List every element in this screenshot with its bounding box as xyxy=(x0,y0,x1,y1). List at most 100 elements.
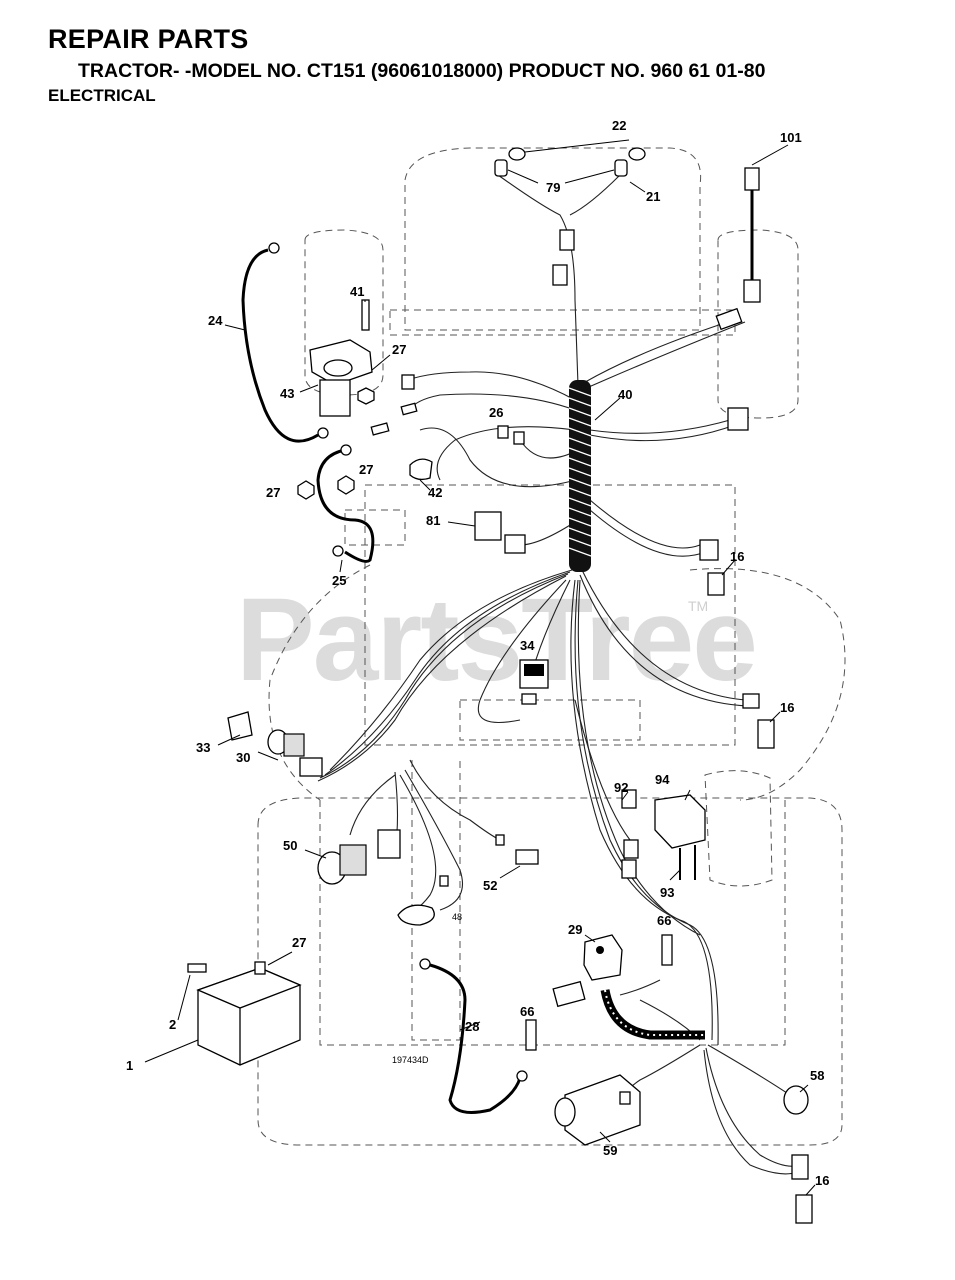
wire xyxy=(407,371,576,401)
callout-93: 93 xyxy=(660,885,674,900)
leader xyxy=(684,789,691,801)
bolt-66 xyxy=(525,1019,537,1051)
ring-terminal xyxy=(332,545,344,557)
buzzer-52 xyxy=(515,849,539,865)
wire xyxy=(581,569,746,701)
leader xyxy=(751,144,789,166)
terminal-27 xyxy=(254,961,266,975)
wire xyxy=(409,393,576,411)
wire xyxy=(436,426,576,481)
leader xyxy=(669,869,681,881)
callout-16c: 16 xyxy=(815,1173,829,1188)
bulb-right xyxy=(628,147,646,161)
cable-25 xyxy=(316,448,375,563)
adapter-bottom xyxy=(743,279,761,303)
callout-28: 28 xyxy=(465,1019,479,1034)
callout-22: 22 xyxy=(612,118,626,133)
wire xyxy=(319,573,569,779)
callout-29: 29 xyxy=(568,922,582,937)
leader xyxy=(799,1084,809,1093)
right-deck-outline xyxy=(689,568,846,801)
watermark-tm: TM xyxy=(688,598,709,614)
battery-1 xyxy=(144,967,302,1066)
callout-24: 24 xyxy=(208,313,223,328)
callout-21: 21 xyxy=(646,189,660,204)
wire xyxy=(581,321,746,391)
callout-48: 48 xyxy=(452,912,462,922)
nut-27 xyxy=(297,480,315,500)
cable-28 xyxy=(429,963,522,1114)
callout-66a: 66 xyxy=(657,913,671,928)
leader xyxy=(371,354,391,371)
pto-body xyxy=(339,844,367,876)
ring-terminal xyxy=(268,242,280,254)
wire xyxy=(399,774,437,916)
callout-27d: 27 xyxy=(292,935,306,950)
bracket-outline xyxy=(344,509,406,546)
wire xyxy=(497,174,579,386)
left-deck-outline xyxy=(268,564,371,801)
leader xyxy=(507,169,539,184)
leader xyxy=(144,1039,199,1063)
callout-101: 101 xyxy=(780,130,802,145)
rear-body-outline xyxy=(257,797,843,1146)
switch-rocker xyxy=(524,664,544,676)
pto-switch-50 xyxy=(304,829,401,885)
ignition-switch-30 xyxy=(257,729,323,777)
wire xyxy=(324,571,571,776)
wire xyxy=(589,509,706,557)
callout-16a: 16 xyxy=(730,549,744,564)
callout-labels: 22 79 21 101 41 24 27 43 40 26 27 27 42 … xyxy=(126,118,829,1188)
ring-terminal xyxy=(516,1070,528,1082)
terminal xyxy=(495,834,505,846)
connector xyxy=(623,839,639,859)
leader xyxy=(769,711,781,723)
leader xyxy=(304,849,327,859)
connector-16 xyxy=(707,572,725,596)
frame-outline xyxy=(364,484,736,746)
wire xyxy=(705,1047,801,1167)
leader xyxy=(584,934,596,943)
bulb-left xyxy=(508,147,526,161)
ring-terminal xyxy=(419,958,431,970)
leader xyxy=(299,384,319,393)
rear-harness-wrap xyxy=(600,989,705,1040)
leader xyxy=(621,791,629,801)
leader xyxy=(257,751,279,761)
harness-wrap-40 xyxy=(568,380,592,572)
module-boss xyxy=(554,1097,576,1127)
fuse-26 xyxy=(513,431,525,445)
pto-connector xyxy=(377,829,401,859)
callout-50: 50 xyxy=(283,838,297,853)
callout-94: 94 xyxy=(655,772,670,787)
module-terminal xyxy=(619,1091,631,1105)
watermark: PartsTree xyxy=(236,574,758,706)
solenoid-base xyxy=(319,379,351,417)
callout-2: 2 xyxy=(169,1017,176,1032)
switch-body xyxy=(583,934,623,981)
leader xyxy=(805,1184,816,1196)
switch-29 xyxy=(552,934,623,1008)
fuse-cap-42 xyxy=(409,458,433,481)
callout-40: 40 xyxy=(618,387,632,402)
relay-body xyxy=(474,511,502,541)
front-axle-outline xyxy=(389,309,736,336)
ignition-connector xyxy=(299,757,323,777)
socket-left xyxy=(494,159,508,177)
callout-92: 92 xyxy=(614,780,628,795)
connector xyxy=(791,1154,809,1180)
bracket-body xyxy=(654,794,706,849)
wire xyxy=(574,699,631,841)
connector-16 xyxy=(795,1194,813,1224)
callout-81: 81 xyxy=(426,513,440,528)
cable-24 xyxy=(241,248,319,443)
callout-58: 58 xyxy=(810,1068,824,1083)
terminal xyxy=(439,875,449,887)
wire xyxy=(579,574,749,707)
switch-connector xyxy=(521,693,537,705)
headlight-connector xyxy=(559,229,575,251)
callout-59: 59 xyxy=(603,1143,617,1158)
fuse-holder xyxy=(370,422,390,436)
wire xyxy=(477,579,567,724)
